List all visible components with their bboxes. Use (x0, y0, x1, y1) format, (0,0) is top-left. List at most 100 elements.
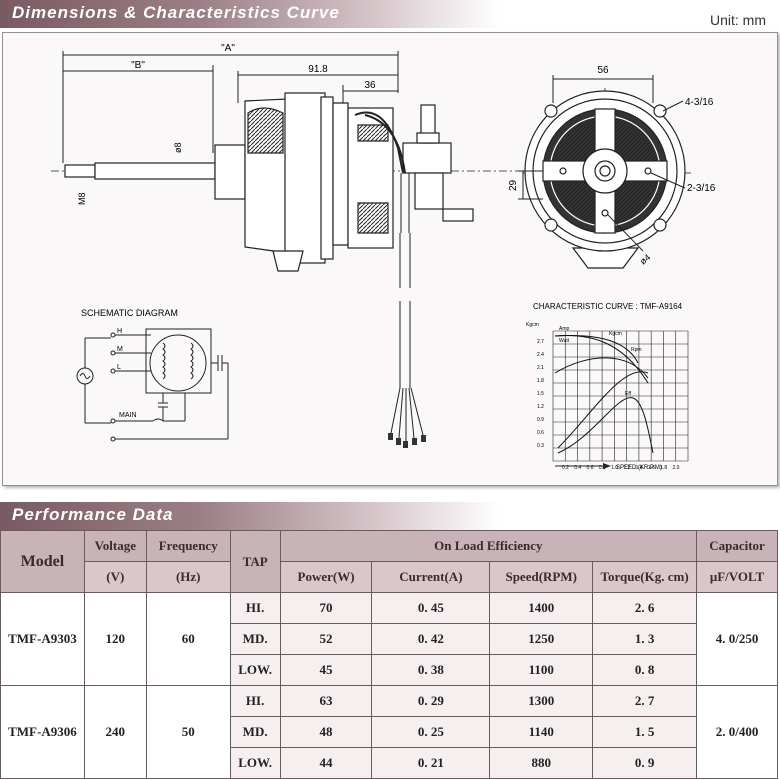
current-cell: 0. 25 (371, 716, 491, 748)
technical-drawing: "A" "B" 91.8 36 ø8 M8 (51, 43, 716, 471)
curve-y-tick: 1.2 (537, 404, 544, 410)
table-row: TMF-A9306 240 50 HI. 63 0. 29 1300 2. 7 … (0, 685, 778, 779)
dim-918-label: 91.8 (308, 64, 328, 75)
header-capacitor: Capacitor (696, 530, 778, 562)
power-cell: 45 (279, 654, 373, 686)
capacitor-cell: 4. 0/250 (696, 592, 778, 686)
power-cell: 70 (279, 592, 373, 624)
tap-cell: MD. (229, 716, 281, 748)
schematic-label-main: MAIN (119, 412, 137, 419)
performance-title: Performance Data (12, 505, 174, 524)
curve-y-tick: 0.3 (537, 443, 544, 449)
curve-y-unit: Kgcm (526, 322, 539, 328)
curve-x-tick: 0.6 (587, 465, 594, 471)
capacitor-cell: 2. 0/400 (696, 685, 778, 779)
side-view-dimensions (62, 51, 399, 163)
header-tap: TAP (229, 530, 281, 593)
curve-x-tick: 0.2 (562, 465, 569, 471)
header-frequency: Frequency (145, 530, 231, 562)
hole-mid-label: 2-3/16 (687, 183, 716, 194)
curve-lines (554, 334, 654, 454)
curve-label-eff: Eff (625, 391, 632, 397)
curve-label-rpm: Rpm (631, 347, 642, 353)
curve-title: CHARACTERISTIC CURVE : TMF-A9164 (533, 302, 683, 311)
schematic-label-h: H (117, 328, 122, 335)
speed-cell: 1300 (489, 685, 594, 717)
speed-cell: 1250 (489, 623, 594, 655)
dim-a-label: "A" (221, 43, 235, 54)
header-power: Power(W) (279, 561, 373, 593)
motor-front-view (518, 75, 693, 269)
current-cell: 0. 45 (371, 592, 491, 624)
current-cell: 0. 42 (371, 623, 491, 655)
tap-cell: LOW. (229, 747, 281, 779)
dim-56-label: 56 (597, 65, 609, 76)
unit-label: Unit: mm (710, 12, 766, 28)
tap-cell: MD. (229, 623, 281, 655)
model-name: TMF-A9306 (0, 685, 85, 779)
torque-cell: 2. 7 (592, 685, 698, 717)
speed-cell: 1400 (489, 592, 594, 624)
header-frequency-unit: (Hz) (145, 561, 231, 593)
header-capacitor-unit: μF/VOLT (696, 561, 778, 593)
curve-x-tick: 1.0 (611, 465, 618, 471)
model-name: TMF-A9303 (0, 592, 85, 686)
model-frequency: 50 (145, 685, 231, 779)
dimensions-title: Dimensions & Characteristics Curve (12, 3, 340, 22)
table-row: LOW. 45 0. 38 1100 0. 8 (1, 654, 778, 686)
speed-cell: 1140 (489, 716, 594, 748)
curve-y-tick: 0.6 (537, 430, 544, 436)
curve-kgcm (557, 371, 649, 449)
table-row: TMF-A9303 120 60 HI. 70 0. 45 1400 2. 6 … (0, 592, 778, 686)
schematic-diagram (76, 328, 229, 442)
dim-phi8-label: ø8 (173, 142, 183, 153)
curve-y-tick: 2.4 (537, 352, 544, 358)
model-voltage: 240 (83, 685, 147, 779)
dimensions-header-band: Dimensions & Characteristics Curve (0, 0, 500, 28)
performance-header-band: Performance Data (0, 502, 500, 530)
wire-terminals (388, 433, 426, 448)
table-row: MD. 48 0. 25 1140 1. 5 (1, 716, 778, 748)
curve-y-tick: 2.7 (537, 339, 544, 345)
table-row: MD. 52 0. 42 1250 1. 3 (1, 623, 778, 655)
curve-x-tick: 0.4 (574, 465, 581, 471)
curve-grid (552, 330, 689, 462)
curve-label-amp: Amp (559, 326, 570, 332)
power-cell: 52 (279, 623, 373, 655)
dim-m8-label: M8 (77, 192, 87, 205)
tap-cell: LOW. (229, 654, 281, 686)
torque-cell: 2. 6 (592, 592, 698, 624)
curve-y-tick: 1.5 (537, 391, 544, 397)
speed-cell: 880 (489, 747, 594, 779)
power-cell: 48 (279, 716, 373, 748)
curve-y-tick: 1.8 (537, 378, 544, 384)
header-voltage-unit: (V) (83, 561, 147, 593)
dim-b-label: "B" (131, 60, 145, 71)
hole-small-label: ø4 (638, 252, 652, 266)
header-model: Model (0, 530, 85, 593)
schematic-label-m: M (117, 346, 123, 353)
curve-y-tick: 2.1 (537, 365, 544, 371)
header-current: Current(A) (371, 561, 491, 593)
header-speed: Speed(RPM) (489, 561, 594, 593)
dim-36-label: 36 (364, 80, 376, 91)
model-frequency: 60 (145, 592, 231, 686)
header-on-load: On Load Efficiency (279, 530, 698, 562)
current-cell: 0. 38 (371, 654, 491, 686)
curve-rpm (554, 334, 639, 364)
tap-cell: HI. (229, 685, 281, 717)
speed-cell: 1100 (489, 654, 594, 686)
curve-eff (557, 397, 654, 454)
model-voltage: 120 (83, 592, 147, 686)
curve-x-tick: 1.2 (623, 465, 630, 471)
table-row: LOW. 44 0. 21 880 0. 9 (1, 747, 778, 779)
header-voltage: Voltage (83, 530, 147, 562)
power-cell: 63 (279, 685, 373, 717)
current-cell: 0. 29 (371, 685, 491, 717)
curve-label-kgcm: Kgcm (609, 331, 622, 337)
schematic-label-l: L (117, 364, 121, 371)
current-cell: 0. 21 (371, 747, 491, 779)
header-torque: Torque(Kg. cm) (592, 561, 698, 593)
torque-cell: 0. 9 (592, 747, 698, 779)
